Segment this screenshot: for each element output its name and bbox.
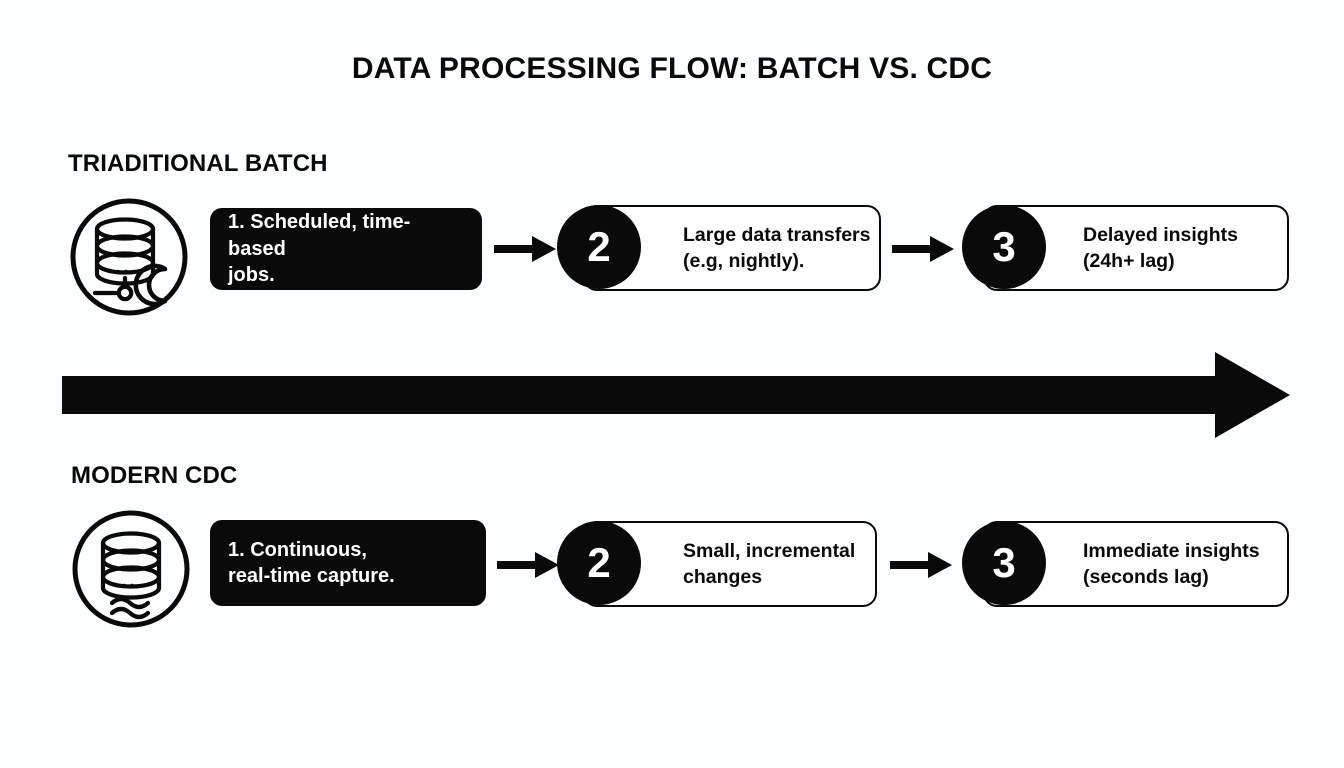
- step-card-batch-2[interactable]: Large data transfers (e.g, nightly).: [583, 205, 881, 291]
- arrow-right-icon-cdc-1: [495, 548, 561, 582]
- step-number-batch-2: 2: [557, 205, 641, 289]
- database-moon-icon: [68, 196, 190, 318]
- step-card-cdc-1[interactable]: 1. Continuous, real-time capture.: [210, 520, 486, 606]
- timeline-arrow-right: [62, 352, 1290, 438]
- step-card-cdc-2-text: Small, incremental changes: [683, 539, 856, 588]
- step-card-batch-1-text: 1. Scheduled, time-based jobs.: [228, 211, 411, 287]
- arrow-right-icon-cdc-2: [888, 548, 954, 582]
- step-number-cdc-2: 2: [557, 521, 641, 605]
- step-card-cdc-1-text: 1. Continuous, real-time capture.: [228, 538, 395, 587]
- step-card-cdc-3-text: Immediate insights (seconds lag): [1083, 539, 1260, 588]
- step-number-batch-3: 3: [962, 205, 1046, 289]
- page-title: DATA PROCESSING FLOW: BATCH VS. CDC: [351, 52, 993, 85]
- step-card-batch-1[interactable]: 1. Scheduled, time-based jobs.: [210, 208, 482, 290]
- step-card-batch-2-text: Large data transfers (e.g, nightly).: [683, 223, 871, 272]
- database-stream-icon: [70, 508, 192, 630]
- step-number-cdc-3: 3: [962, 521, 1046, 605]
- section-heading-batch: TRIADITIONAL BATCH: [68, 150, 328, 177]
- step-card-batch-3-text: Delayed insights (24h+ lag): [1083, 223, 1238, 272]
- arrow-right-icon-batch-1: [492, 232, 558, 266]
- section-heading-cdc: MODERN CDC: [71, 462, 238, 489]
- arrow-right-icon-batch-2: [890, 232, 956, 266]
